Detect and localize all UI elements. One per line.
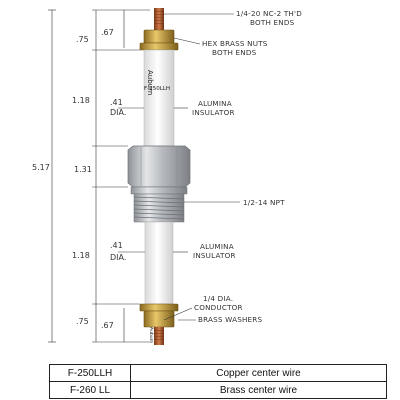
dim-hex-body: 1.31 [74,165,92,174]
body-collar [130,186,188,195]
lower-alumina-insulator [144,221,174,305]
spark-plug: Auburn F-250LLH Auburn [127,8,191,345]
callout-conductor-line2: CONDUCTOR [194,303,243,312]
top-brass-washer [139,42,179,51]
callout-labels: 1/4-20 NC-2 TH'D BOTH ENDS HEX BRASS NUT… [192,9,302,324]
callout-upper-insulator-line2: INSULATOR [192,108,235,117]
callout-upper-insulator-line1: ALUMINA [198,99,232,108]
dim-upper-insulator: 1.18 [72,96,90,105]
dim-upper-insulator-dia-unit: DIA. [110,108,126,117]
bottom-copper-stud [154,327,164,345]
part-number-cell: F-260 LL [49,381,131,399]
callout-lower-insulator-line1: ALUMINA [200,242,234,251]
callout-nuts-line2: BOTH ENDS [212,48,257,57]
callout-leaders [163,13,240,321]
callout-thread-line1: 1/4-20 NC-2 TH'D [236,9,302,18]
dim-lower-nut: .67 [101,321,114,330]
callout-conductor-line1: 1/4 DIA. [203,294,233,303]
callout-washers: BRASS WASHERS [198,315,262,324]
bottom-hex-brass-nut [143,310,175,328]
part-number-cell: F-250LLH [49,364,131,382]
dim-upper-insulator-dia: .41 [110,98,123,107]
upper-alumina-insulator [143,49,175,147]
description-cell: Brass center wire [130,381,387,399]
dimension-lines [48,9,150,343]
insulator-brand-top: Auburn [146,70,154,95]
top-hex-brass-nut [143,29,175,44]
spark-plug-diagram: Auburn F-250LLH Auburn [32,8,302,345]
dim-overall: 5.17 [32,163,50,172]
dim-lower-end: .75 [76,317,89,326]
dim-upper-nut: .67 [101,28,114,37]
dim-upper-end: .75 [76,35,89,44]
hex-steel-body [127,145,191,188]
dim-lower-insulator: 1.18 [72,251,90,260]
part-reference-table: F-250LLH Copper center wire F-260 LL Bra… [49,364,387,399]
table-row: F-260 LL Brass center wire [49,381,387,399]
table-row: F-250LLH Copper center wire [49,364,387,382]
description-cell: Copper center wire [130,364,387,382]
callout-thread-line2: BOTH ENDS [250,18,295,27]
dimension-values: .75 .67 1.18 .41 DIA. 5.17 1.31 1.18 .41… [32,28,126,330]
insulator-brand-bottom: Auburn [148,327,154,343]
callout-npt: 1/2-14 NPT [243,198,285,207]
insulator-part-top: F-250LLH [144,86,170,92]
bottom-brass-washer [139,303,179,312]
callout-nuts-line1: HEX BRASS NUTS [202,39,268,48]
callout-lower-insulator-line2: INSULATOR [193,251,236,260]
dim-lower-insulator-dia-unit: DIA. [110,253,126,262]
dim-lower-insulator-dia: .41 [110,241,123,250]
